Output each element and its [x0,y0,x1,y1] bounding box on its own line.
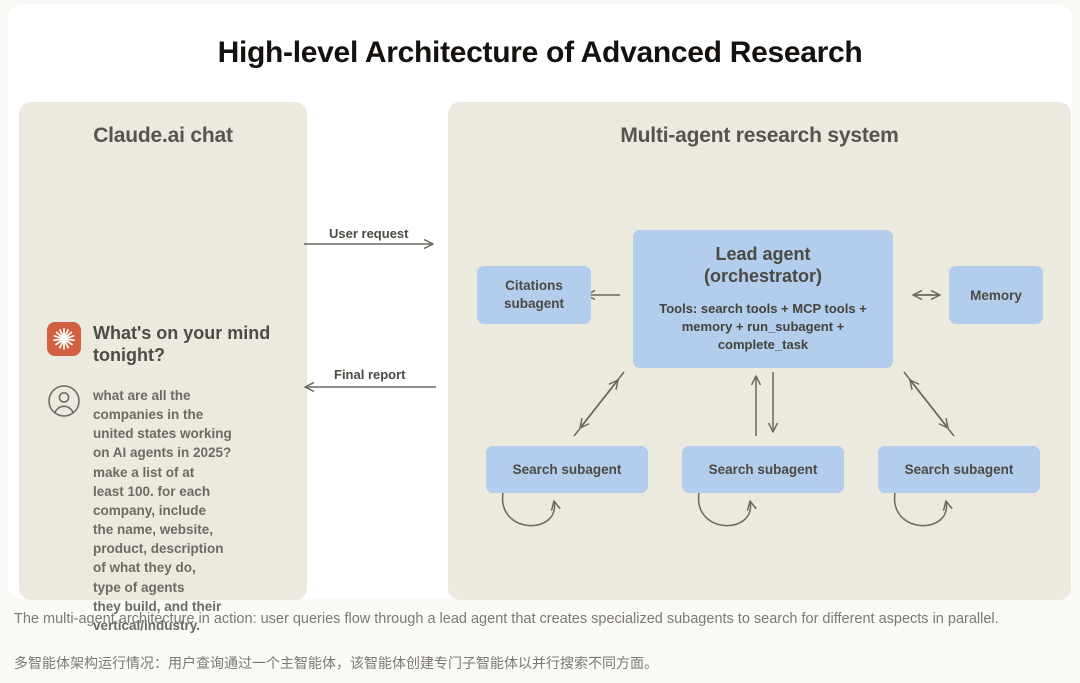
page-title: High-level Architecture of Advanced Rese… [217,36,863,69]
search-subagent-node[interactable]: Search subagent [878,446,1040,493]
multi-agent-system-panel-heading: Multi-agent research system [620,124,899,147]
memory-node[interactable]: Memory [949,266,1043,324]
lead-agent-node[interactable]: Lead agent (orchestrator) Tools: search … [633,230,893,368]
assistant-message-row: What's on your mind tonight? [47,322,297,367]
lead-agent-tools: Tools: search tools + MCP tools + memory… [659,301,867,353]
final-report-arrow-label: Final report [334,367,406,382]
caption-english: The multi-agent architecture in action: … [14,611,999,627]
lead-agent-title: Lead agent (orchestrator) [703,244,823,286]
claude-chat-panel-heading: Claude.ai chat [93,124,233,147]
claude-chat-panel: Claude.ai chat [19,102,307,633]
user-query-text: what are all the companies in the united… [93,388,232,633]
assistant-greeting-text: What's on your mind tonight? [93,323,271,365]
user-message-row: what are all the companies in the united… [47,384,297,635]
caption-chinese: 多智能体架构运行情况：用户查询通过一个主智能体，该智能体创建专门子智能体以并行搜… [14,655,658,671]
user-avatar-icon [47,384,81,418]
user-request-arrow-label: User request [329,226,409,241]
search-subagent-node[interactable]: Search subagent [486,446,648,493]
search-subagent-node[interactable]: Search subagent [682,446,844,493]
diagram-card: High-level Architecture of Advanced Rese… [8,4,1072,633]
citations-subagent-node[interactable]: Citations subagent [477,266,591,324]
claude-starburst-icon [47,322,81,356]
